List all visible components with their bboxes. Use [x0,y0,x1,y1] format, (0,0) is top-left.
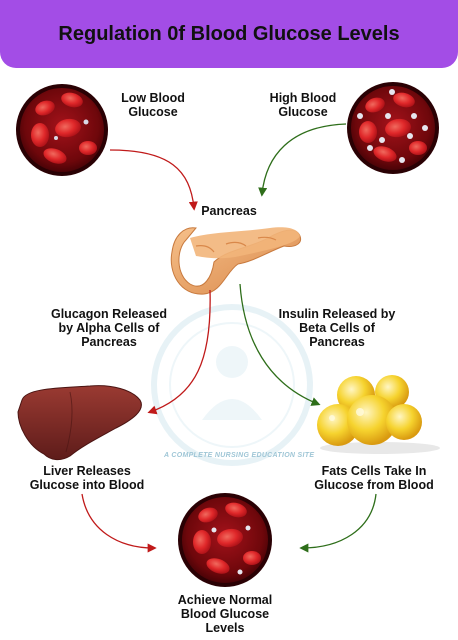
label-pancreas: Pancreas [201,204,257,218]
title-banner: Regulation 0f Blood Glucose Levels [0,0,458,68]
arrow-icon-high-to-pancreas [258,123,347,197]
label-normal: Achieve Normal Blood Glucose Levels [177,593,273,635]
label-low-blood-glucose: Low Blood Glucose [121,91,185,119]
label-fats: Fats Cells Take In Glucose from Blood [314,464,434,492]
watermark-tagline: A COMPLETE NURSING EDUCATION SITE [164,452,315,459]
blood-vessel-icon-normal [178,493,272,587]
liver-icon [17,385,142,461]
fat-cells-icon [317,375,440,454]
watermark-logo [151,304,313,466]
blood-vessel-icon-low [16,84,108,176]
arrow-icon-pancreas-to-liver [147,289,211,415]
page-title: Regulation 0f Blood Glucose Levels [58,23,400,45]
label-liver: Liver Releases Glucose into Blood [29,464,145,492]
label-insulin: Insulin Released by Beta Cells of Pancre… [278,307,396,349]
arrow-icon-liver-to-normal [81,493,157,553]
label-glucagon: Glucagon Released by Alpha Cells of Panc… [50,307,167,349]
arrow-icon-low-to-pancreas [109,149,198,211]
arrow-icon-fats-to-normal [299,493,377,553]
label-high-blood-glucose: High Blood Glucose [269,91,337,119]
pancreas-icon [170,227,302,295]
blood-vessel-icon-high [347,82,439,174]
arrow-icon-pancreas-to-fats [239,283,321,406]
